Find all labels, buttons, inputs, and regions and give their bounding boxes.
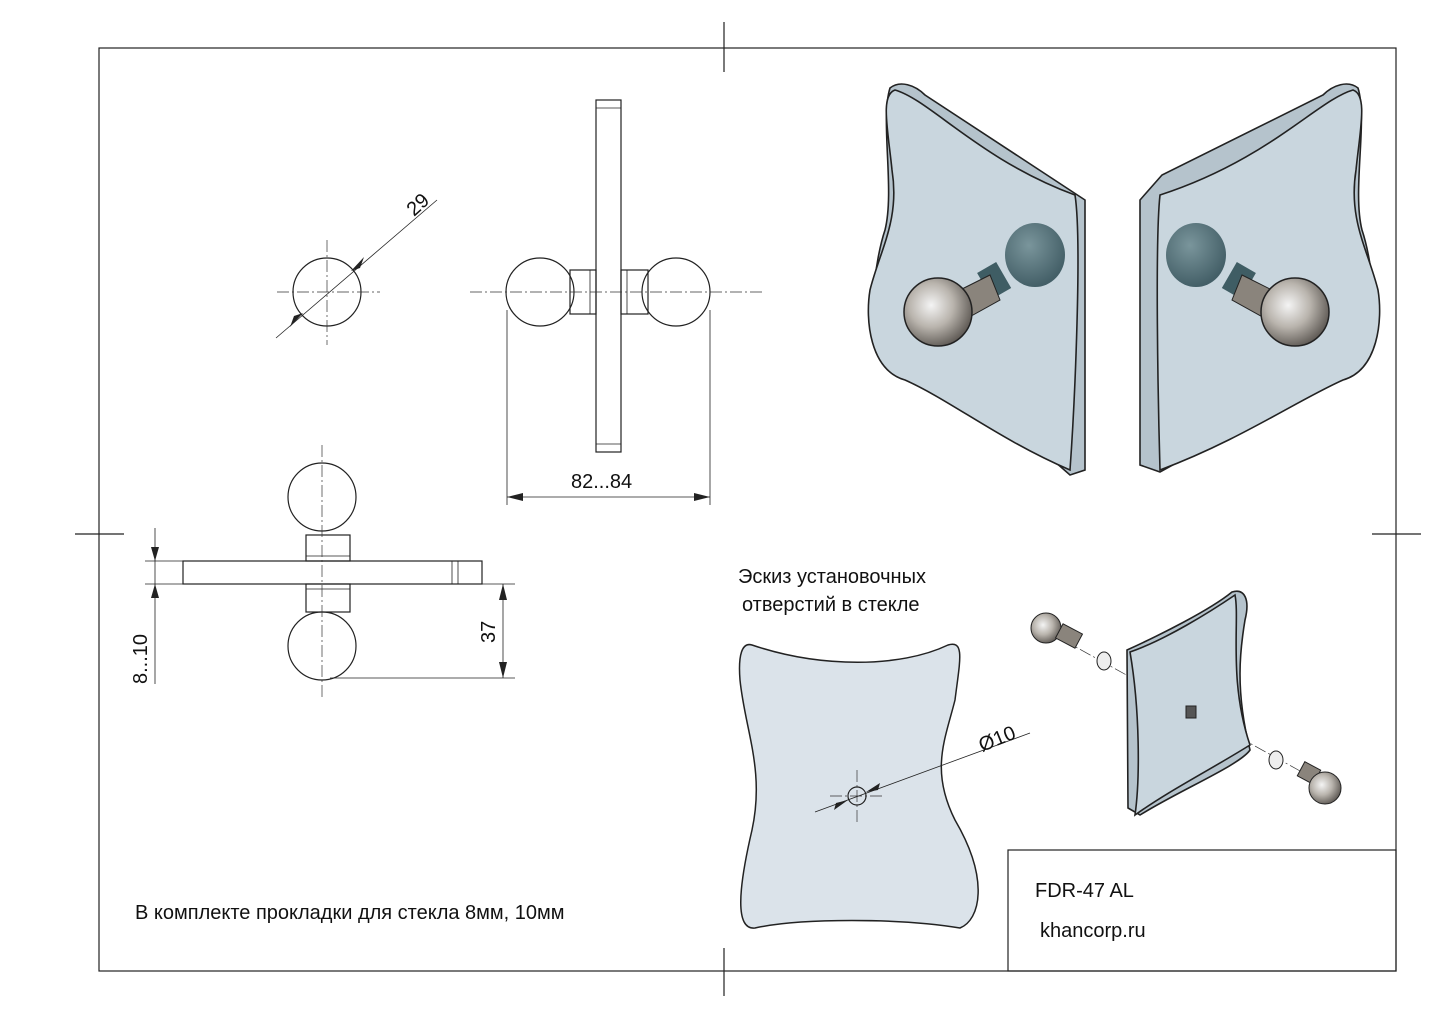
side-view: 82...84 <box>470 99 765 505</box>
dimension-glass-thickness: 8...10 <box>130 634 152 684</box>
render-left-handle <box>867 83 1086 476</box>
model-name: FDR-47 AL <box>1035 880 1134 902</box>
sketch-title-line2: отверстий в стекле <box>742 594 920 616</box>
top-view: 8...10 37 <box>130 445 515 700</box>
render-right-handle <box>1139 83 1381 473</box>
website: khancorp.ru <box>1040 920 1146 942</box>
drawing-frame <box>98 47 1397 972</box>
kit-note: В комплекте прокладки для стекла 8мм, 10… <box>135 902 565 924</box>
sketch-title-line1: Эскиз установочных <box>738 566 926 588</box>
dimension-projection: 37 <box>478 621 500 643</box>
dimension-overall-length: 82...84 <box>571 471 632 493</box>
title-block: FDR-47 AL khancorp.ru <box>1007 849 1397 972</box>
front-view: 29 <box>275 189 438 345</box>
exploded-view <box>1030 590 1342 817</box>
center-marks <box>75 22 1421 996</box>
dimension-hole-diameter: Ø10 <box>976 722 1019 757</box>
hole-sketch: Ø10 <box>738 643 1031 929</box>
dimension-ball-diameter: 29 <box>403 189 434 220</box>
